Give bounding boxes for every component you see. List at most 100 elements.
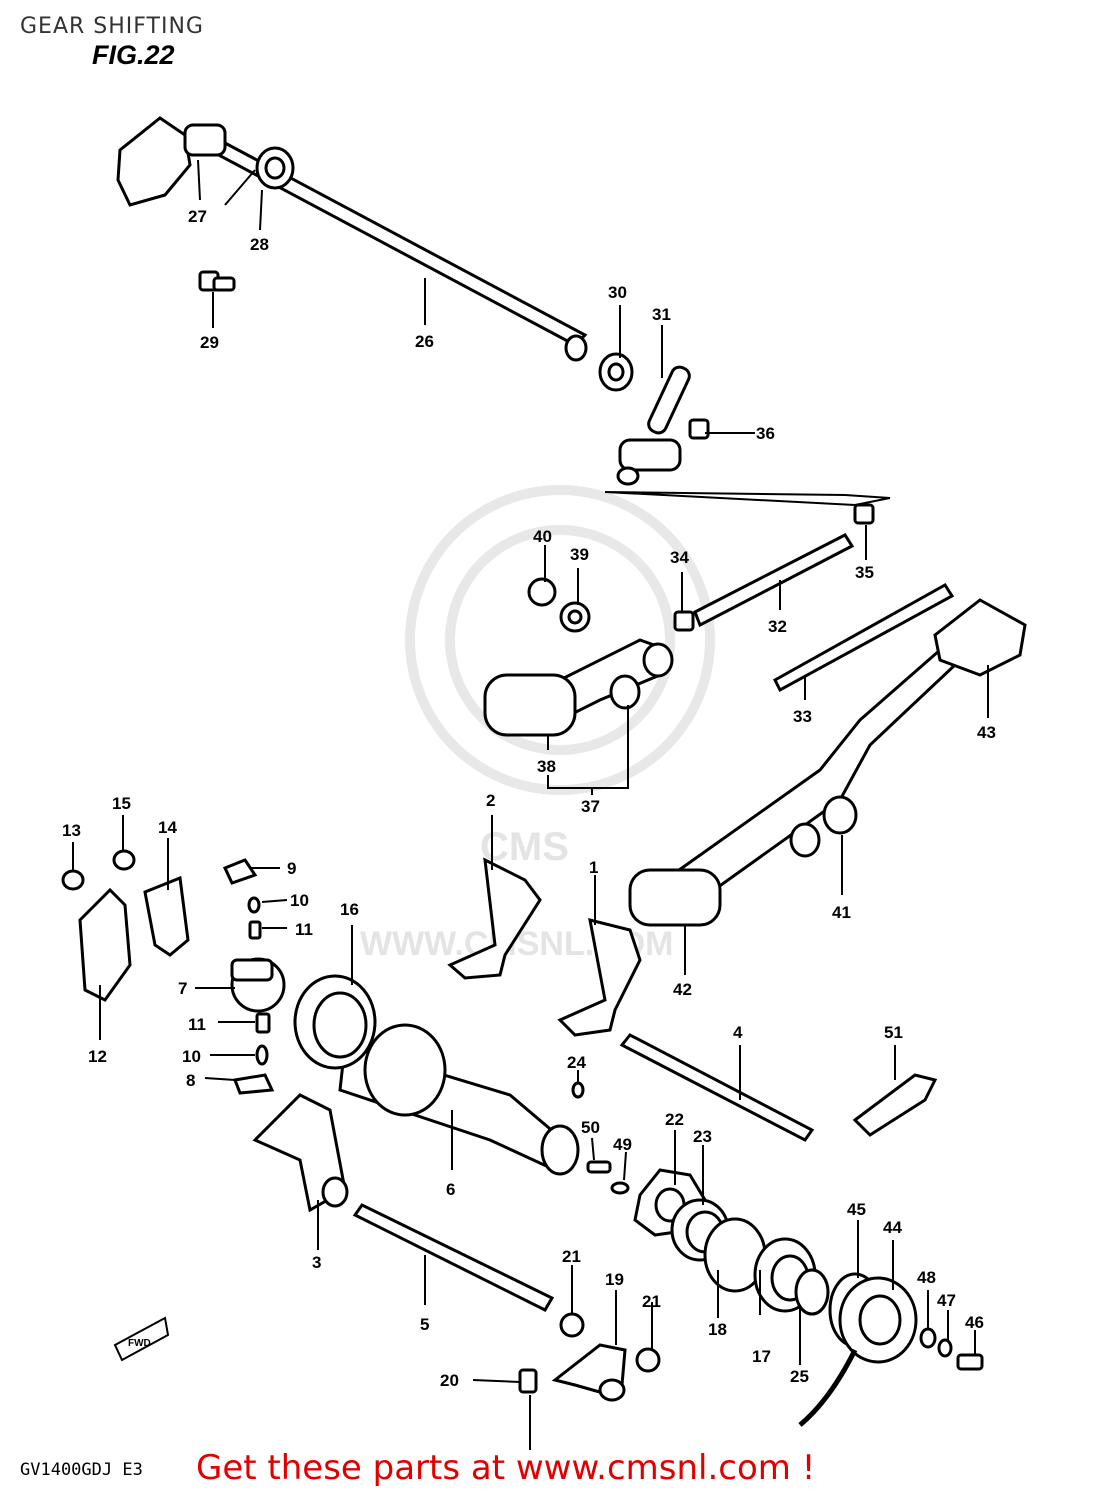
callout-34: 34 (670, 548, 689, 567)
callout-23: 23 (693, 1127, 712, 1146)
shift-shaft-return-spring[interactable] (224, 146, 295, 206)
leader-lines (72, 159, 989, 1383)
callout-25: 25 (790, 1367, 809, 1386)
cam-spring-50[interactable] (586, 1160, 612, 1174)
cam-pin-upper[interactable] (247, 896, 261, 914)
cam-pin-plate-lower[interactable] (232, 1073, 275, 1095)
cam-spring-upper[interactable] (248, 920, 262, 940)
stopper-bolt[interactable] (198, 270, 236, 292)
callout-10-upper: 10 (290, 891, 309, 910)
callout-50: 50 (581, 1118, 600, 1137)
cam-drive-lever[interactable] (551, 1343, 627, 1402)
callout-43: 43 (977, 723, 996, 742)
callout-28: 28 (250, 235, 269, 254)
lever-spring[interactable] (518, 1368, 538, 1450)
callout-12: 12 (88, 1047, 107, 1066)
callout-11-lower: 11 (188, 1015, 206, 1034)
callout-2: 2 (486, 791, 495, 810)
callout-1: 1 (589, 858, 598, 877)
fork-shaft-long[interactable] (619, 1033, 815, 1142)
callout-21-left: 21 (562, 1247, 581, 1266)
shift-link-rod[interactable] (693, 533, 855, 628)
callout-15: 15 (112, 794, 131, 813)
brake-pedal[interactable] (662, 647, 958, 902)
e-ring-21-left[interactable] (559, 1312, 585, 1338)
shift-fork-1[interactable] (557, 917, 642, 1037)
forward-direction-text: FWD (128, 1338, 151, 1349)
callout-33: 33 (793, 707, 812, 726)
brake-pedal-pad[interactable] (933, 598, 1027, 677)
fork-pin[interactable] (571, 1081, 585, 1099)
cam-pin-49[interactable] (610, 1181, 630, 1195)
callout-7: 7 (178, 979, 187, 998)
callout-numbers: 1 2 3 4 5 6 7 8 9 10 10 11 11 12 13 14 1… (62, 207, 996, 1390)
gear-shift-cam[interactable] (338, 1023, 580, 1176)
callout-19: 19 (605, 1270, 624, 1289)
gear-position-switch[interactable] (798, 1276, 918, 1427)
callout-39: 39 (570, 545, 589, 564)
callout-18: 18 (708, 1320, 727, 1339)
callout-20: 20 (440, 1371, 459, 1390)
shift-pedal-rubber[interactable] (483, 673, 577, 737)
callout-51: 51 (884, 1023, 903, 1042)
cam-spring-lower[interactable] (255, 1012, 271, 1034)
screw-15[interactable] (112, 849, 136, 871)
cam-pin-lower[interactable] (255, 1044, 269, 1066)
shift-fork-3[interactable] (252, 1093, 349, 1213)
callout-38: 38 (537, 757, 556, 776)
link-bracket-line (604, 491, 891, 507)
callout-31: 31 (652, 305, 671, 324)
rod-nut-end[interactable] (853, 503, 875, 525)
oil-seal[interactable] (598, 352, 634, 392)
figure-label: FIG.22 (92, 40, 175, 70)
lever-bolt[interactable] (688, 418, 710, 440)
screw-13[interactable] (61, 869, 85, 891)
cam-stopper[interactable] (230, 957, 286, 1013)
callout-35: 35 (855, 563, 874, 582)
callout-36: 36 (756, 424, 775, 443)
gear-shift-lever[interactable] (616, 364, 692, 486)
callout-29: 29 (200, 333, 219, 352)
callout-27: 27 (188, 207, 207, 226)
brake-pedal-rubber[interactable] (628, 868, 722, 927)
callout-49: 49 (613, 1135, 632, 1154)
lead-wire-clamp[interactable] (852, 1073, 938, 1137)
cam-stopper-plate[interactable] (78, 887, 132, 1002)
callout-48: 48 (917, 1268, 936, 1287)
watermark-logo-text: CMS (480, 825, 569, 869)
callout-6: 6 (446, 1180, 455, 1199)
rod-nut[interactable] (673, 610, 695, 632)
stopper-plate-14[interactable] (143, 875, 190, 957)
callout-13: 13 (62, 821, 81, 840)
callout-11-upper: 11 (295, 920, 313, 939)
callout-8: 8 (186, 1071, 195, 1090)
callout-37: 37 (581, 797, 600, 816)
shift-fork-2[interactable] (447, 857, 542, 980)
callout-14: 14 (158, 818, 177, 837)
washer[interactable] (559, 601, 591, 633)
washer-48[interactable] (919, 1327, 937, 1349)
cam-bearing[interactable] (293, 974, 377, 1070)
callout-40: 40 (533, 527, 552, 546)
callout-24: 24 (567, 1053, 586, 1072)
e-clip[interactable] (527, 577, 557, 607)
fork-shaft-short[interactable] (352, 1203, 555, 1312)
callout-45: 45 (847, 1200, 866, 1219)
callout-42: 42 (673, 980, 692, 999)
callout-30: 30 (608, 283, 627, 302)
callout-16: 16 (340, 900, 359, 919)
o-ring-25[interactable] (794, 1268, 830, 1316)
callout-3: 3 (312, 1253, 321, 1272)
e-ring-21-right[interactable] (635, 1347, 661, 1373)
screw-46[interactable] (956, 1353, 984, 1371)
callout-41: 41 (832, 903, 851, 922)
gear-shift-arm[interactable] (116, 116, 227, 207)
washer-47[interactable] (937, 1338, 953, 1358)
callout-44: 44 (883, 1218, 902, 1237)
page-title: GEAR SHIFTING (20, 14, 204, 39)
cam-pin-plate-upper[interactable] (222, 858, 258, 885)
footer-link[interactable]: Get these parts at www.cmsnl.com ! (196, 1448, 816, 1488)
callout-26: 26 (415, 332, 434, 351)
brake-link-rod[interactable] (773, 582, 955, 693)
